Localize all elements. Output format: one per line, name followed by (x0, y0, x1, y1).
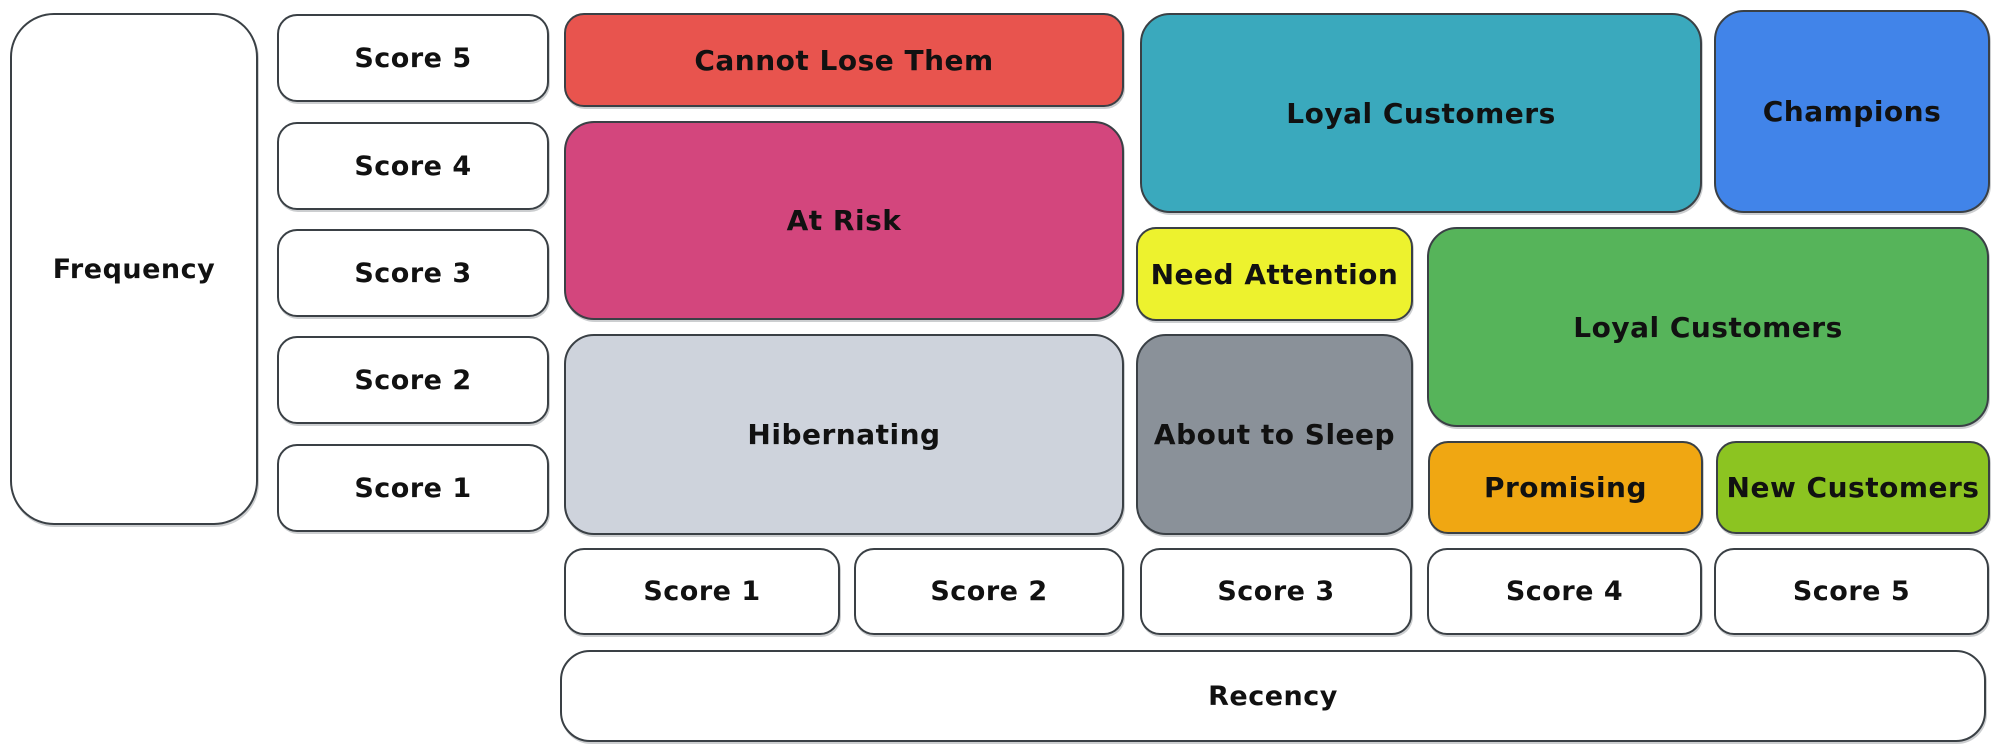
frequency-score-2: Score 2 (277, 336, 549, 424)
recency-score-1-label: Score 1 (643, 576, 761, 607)
segment-promising-label: Promising (1483, 471, 1648, 504)
frequency-score-1: Score 1 (277, 444, 549, 532)
recency-score-3-label: Score 3 (1217, 576, 1335, 607)
segment-hibernating: Hibernating (564, 334, 1124, 535)
frequency-score-3-label: Score 3 (354, 257, 472, 289)
segment-loyal-customers-mid-label: Loyal Customers (1573, 310, 1843, 344)
frequency-axis-label: Frequency (52, 253, 216, 285)
segment-new-customers-label: New Customers (1726, 471, 1980, 504)
segment-champions-label: Champions (1762, 95, 1942, 128)
segment-at-risk: At Risk (564, 121, 1124, 320)
frequency-score-4-label: Score 4 (354, 150, 472, 182)
recency-score-3: Score 3 (1140, 548, 1412, 635)
segment-loyal-customers-top-label: Loyal Customers (1286, 96, 1556, 130)
frequency-score-5-label: Score 5 (354, 42, 472, 74)
frequency-score-2-label: Score 2 (354, 364, 472, 396)
frequency-score-5: Score 5 (277, 14, 549, 102)
recency-axis-label-box: Recency (560, 650, 1986, 742)
recency-score-1: Score 1 (564, 548, 840, 635)
segment-loyal-customers-top: Loyal Customers (1140, 13, 1702, 213)
recency-score-4-label: Score 4 (1505, 576, 1624, 607)
segment-champions: Champions (1714, 10, 1990, 213)
frequency-score-3: Score 3 (277, 229, 549, 317)
segment-need-attention-label: Need Attention (1150, 257, 1399, 291)
recency-score-4: Score 4 (1427, 548, 1702, 635)
recency-score-5-label: Score 5 (1792, 576, 1911, 607)
segment-cannot-lose-them-label: Cannot Lose Them (694, 43, 994, 77)
frequency-axis-label-box: Frequency (10, 13, 258, 525)
recency-score-2: Score 2 (854, 548, 1124, 635)
frequency-score-1-label: Score 1 (354, 472, 472, 504)
recency-score-5: Score 5 (1714, 548, 1989, 635)
segment-hibernating-label: Hibernating (747, 418, 941, 451)
segment-loyal-customers-mid: Loyal Customers (1427, 227, 1989, 427)
segment-cannot-lose-them: Cannot Lose Them (564, 13, 1124, 107)
segment-promising: Promising (1428, 441, 1703, 534)
segment-at-risk-label: At Risk (786, 204, 902, 237)
segment-new-customers: New Customers (1716, 441, 1990, 534)
recency-score-2-label: Score 2 (930, 576, 1048, 607)
segment-about-to-sleep-label: About to Sleep (1153, 418, 1396, 451)
segment-need-attention: Need Attention (1136, 227, 1413, 321)
segment-about-to-sleep: About to Sleep (1136, 334, 1413, 535)
frequency-score-4: Score 4 (277, 122, 549, 210)
recency-axis-label: Recency (1208, 680, 1338, 712)
